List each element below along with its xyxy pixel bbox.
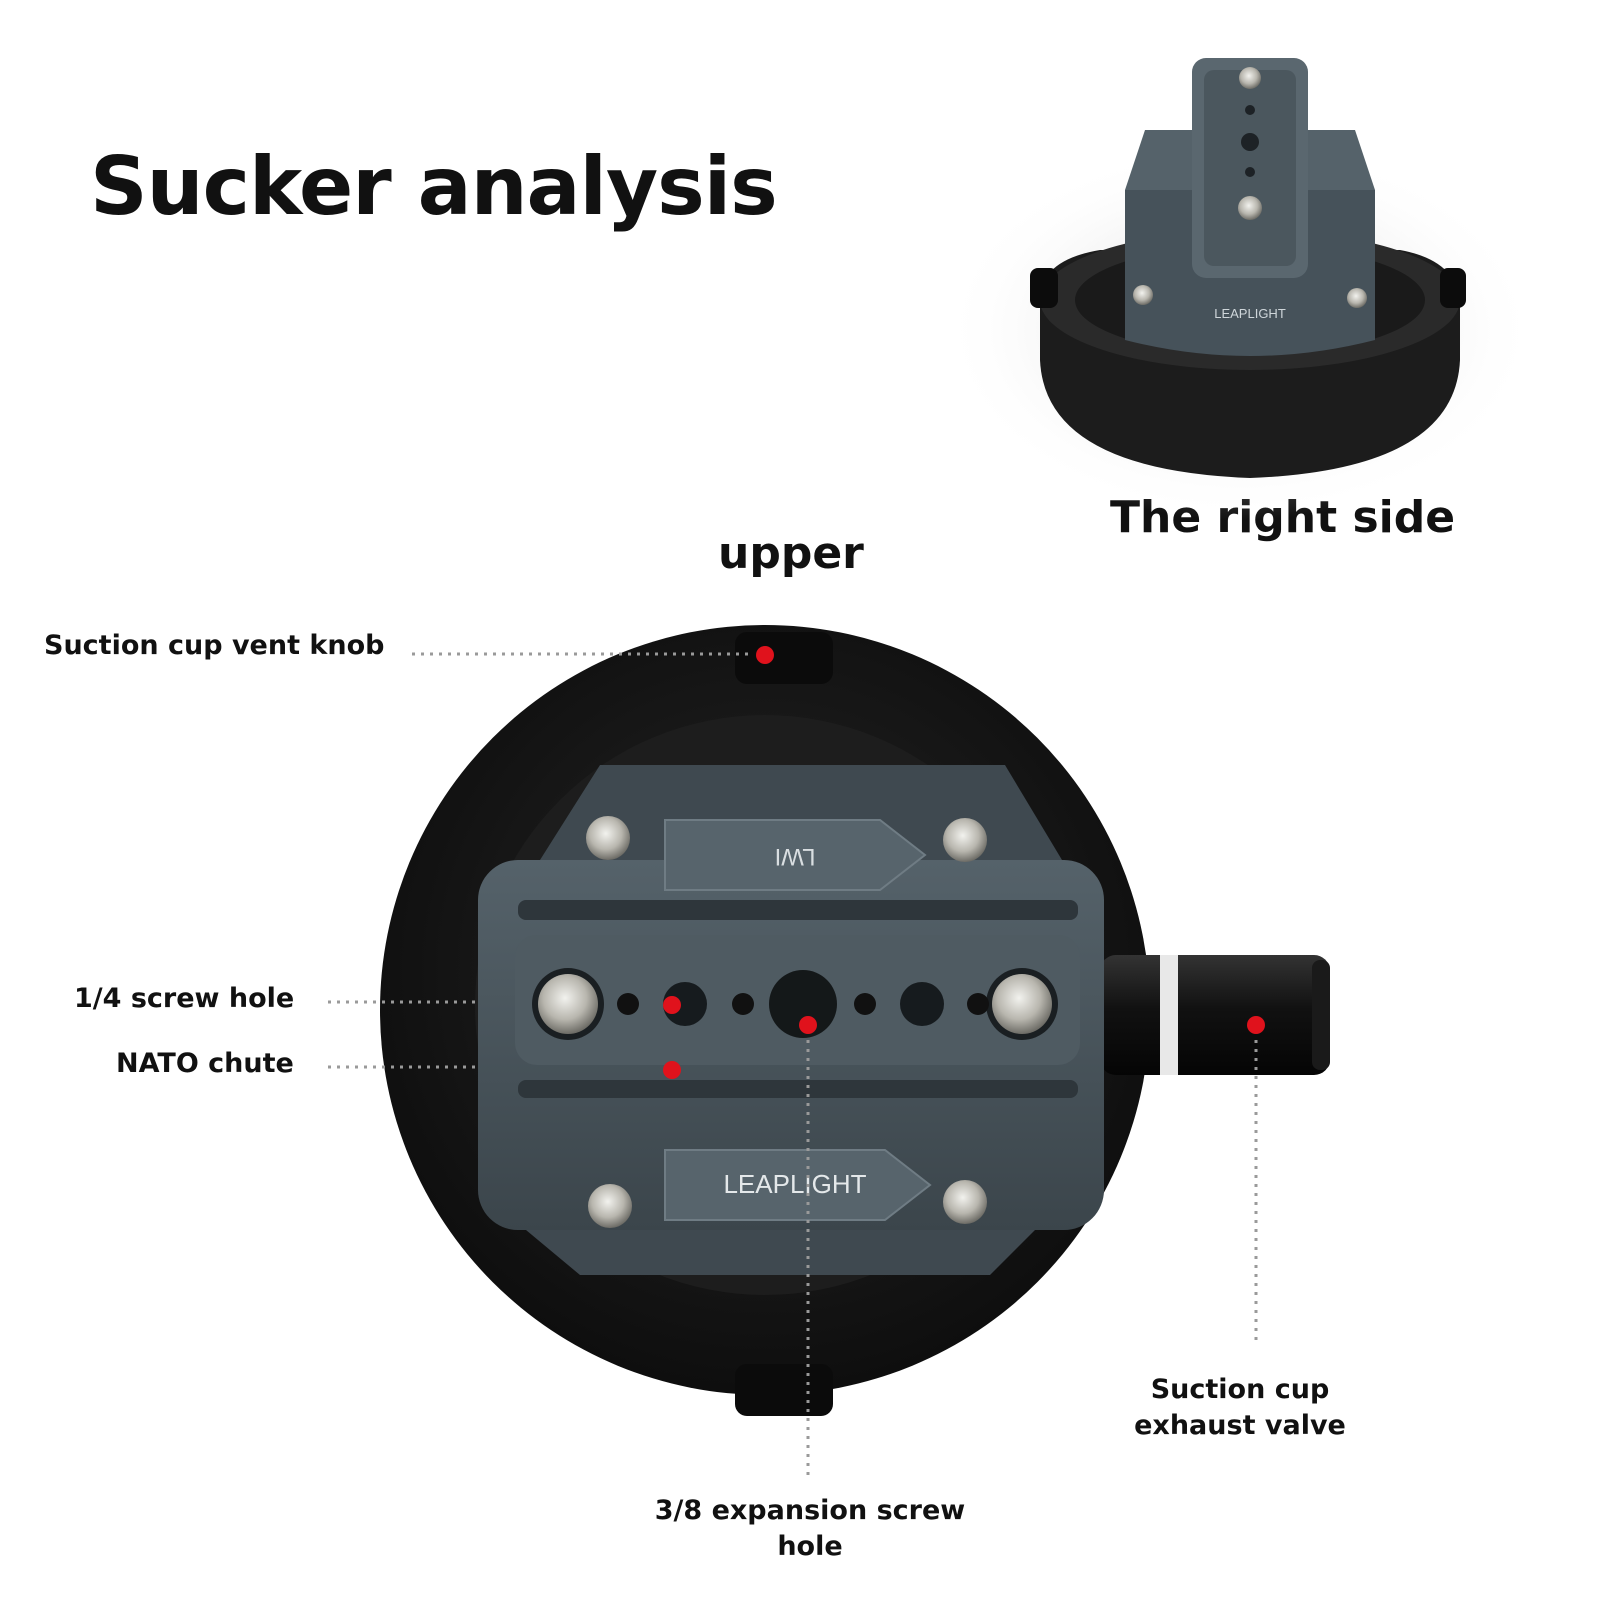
marker-dot-expansion	[799, 1016, 817, 1034]
exhaust-valve[interactable]	[1100, 955, 1330, 1075]
plate-brand-text: LEAPLIGHT	[723, 1169, 866, 1199]
plate-top-text: LWI	[775, 843, 816, 870]
page-title: Sucker analysis	[90, 140, 778, 233]
marker-dot-exhaust	[1247, 1016, 1265, 1034]
vent-knob[interactable]	[735, 632, 833, 684]
right-view-brand-text: LEAPLIGHT	[1214, 306, 1286, 321]
marker-dot-screw	[663, 996, 681, 1014]
label-expansion-screw-hole: 3/8 expansion screw hole	[654, 1495, 966, 1562]
label-exhaust-valve: Suction cup exhaust valve	[1134, 1374, 1346, 1441]
expansion-screw-hole	[769, 970, 837, 1038]
label-vent-knob: Suction cup vent knob	[44, 630, 385, 661]
marker-dot-vent	[756, 646, 774, 664]
corner-bolt	[588, 1184, 632, 1228]
leader-lines	[328, 652, 1258, 1475]
label-quarter-screw-hole: 1/4 screw hole	[74, 983, 295, 1014]
upper-product-view: LWI LEAPLIGHT	[380, 625, 1330, 1416]
corner-bolt	[943, 818, 987, 862]
quarter-screw-hole	[663, 982, 707, 1026]
marker-dot-nato	[663, 1061, 681, 1079]
label-nato-chute: NATO chute	[116, 1048, 294, 1079]
upper-view-caption: upper	[718, 528, 864, 579]
bottom-knob	[735, 1364, 833, 1416]
corner-bolt	[586, 816, 630, 860]
corner-bolt	[943, 1180, 987, 1224]
right-side-product-view: LEAPLIGHT	[940, 58, 1540, 520]
